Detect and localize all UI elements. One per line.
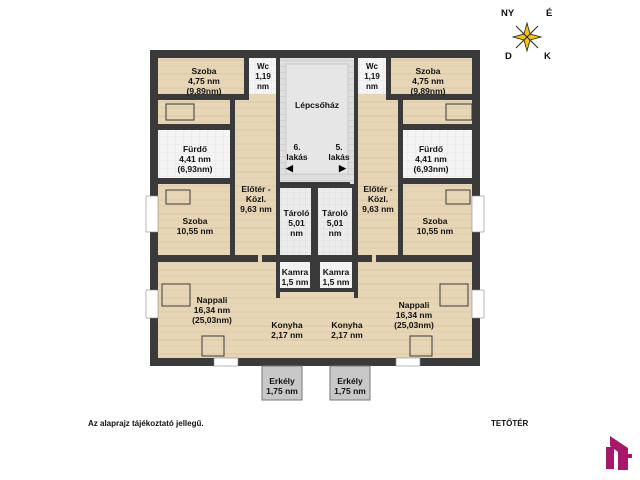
- room-eloter-left: Előtér -Közl.9,63 nm: [240, 184, 272, 214]
- compass-label-north: É: [546, 8, 553, 19]
- storage-right-floor: [318, 188, 352, 256]
- arrow-right-icon: ▶: [339, 163, 346, 173]
- floor-wood-right: [355, 58, 472, 358]
- compass-icon: [511, 21, 543, 53]
- label-lakas-6: 6.lakás: [286, 142, 308, 162]
- kamra-left-floor: [280, 262, 310, 290]
- bath-left-floor: [158, 130, 230, 178]
- wc-left-floor: [249, 58, 277, 94]
- arrow-left-icon: ◀: [286, 163, 293, 173]
- compass-label-west: NY: [501, 8, 515, 19]
- floor-wood-center-bottom: [275, 290, 359, 358]
- logo-icon: [606, 436, 632, 470]
- bath-right-floor: [402, 130, 472, 178]
- room-lepcsohaz: Lépcsőház: [295, 100, 339, 110]
- storage-left-floor: [280, 188, 311, 256]
- disclaimer-note: Az alaprajz tájékoztató jellegű.: [88, 419, 204, 428]
- label-lakas-5: 5.lakás: [328, 142, 350, 162]
- wc-right-floor: [358, 58, 386, 94]
- compass-label-east: K: [544, 51, 551, 62]
- kamra-right-floor: [320, 262, 352, 290]
- balcony-right: [329, 365, 371, 401]
- floor-wood-left: [158, 58, 279, 358]
- floor-label: TETŐTÉR: [491, 419, 529, 428]
- room-eloter-right: Előtér -Közl.9,63 nm: [362, 184, 394, 214]
- balcony-left: [261, 365, 303, 401]
- compass-label-south: D: [505, 51, 512, 62]
